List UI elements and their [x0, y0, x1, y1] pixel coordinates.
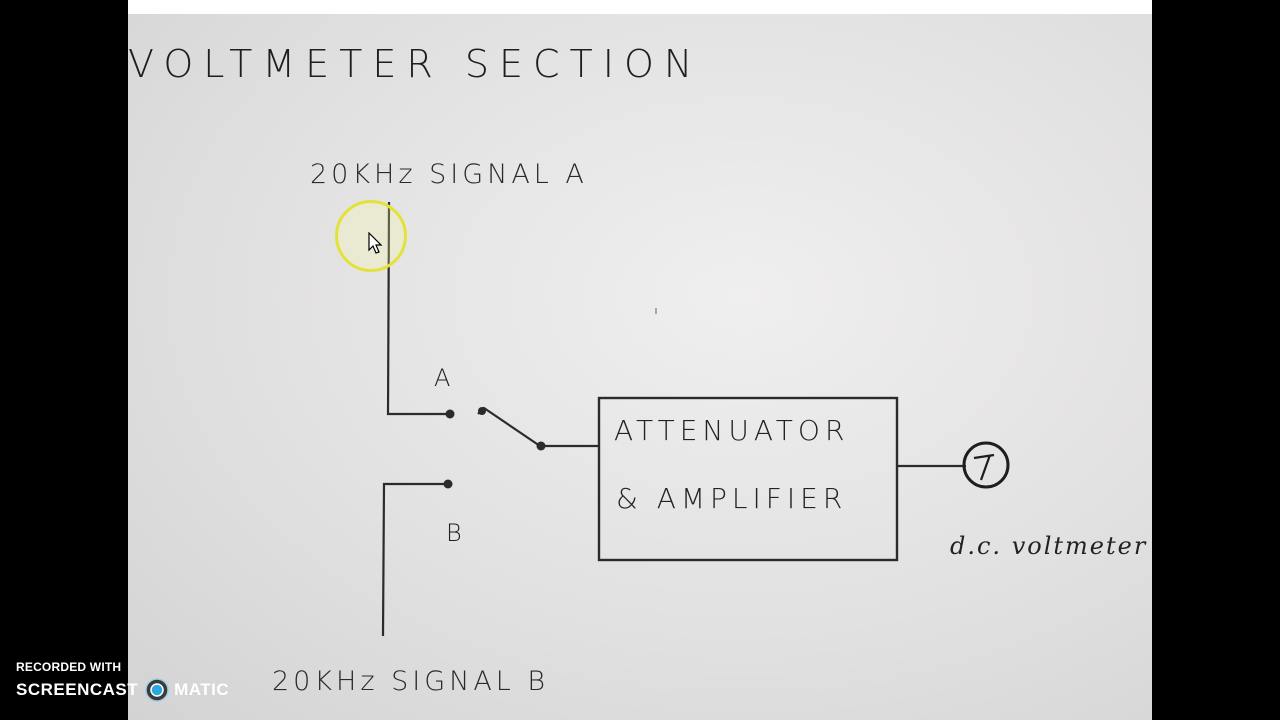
attenuator-amplifier-block: [597, 396, 899, 562]
watermark-brand-right: MATIC: [174, 680, 230, 699]
switch-contact-b-label: B: [446, 519, 466, 547]
block-label-line1: ATTENUATOR: [614, 414, 850, 447]
mouse-pointer-icon: [368, 232, 383, 254]
diagram-title: VOLTMETER SECTION: [128, 42, 703, 86]
block-label-line2: & AMPLIFIER: [616, 482, 848, 515]
watermark-caption: RECORDED WITH: [16, 660, 122, 674]
signal-b-label: 20KHz SIGNAL B: [272, 666, 550, 697]
switch-contact-a-label: A: [434, 364, 455, 392]
screencast-o-matic-logo-icon: [145, 678, 169, 702]
watermark-brand: SCREENCAST MATIC: [16, 678, 229, 702]
watermark-brand-left: SCREENCAST: [16, 680, 139, 699]
voltmeter-dial-icon: [962, 441, 1010, 489]
signal-b-wire: [381, 482, 446, 637]
switch-blade: [477, 406, 541, 447]
paper-sheet: VOLTMETER SECTION 20KHz SIGNAL A A B: [128, 14, 1152, 720]
contact-a-terminal: [445, 409, 455, 419]
signal-a-wire: [386, 201, 448, 416]
contact-b-terminal: [443, 479, 453, 489]
signal-a-label: 20KHz SIGNAL A: [310, 159, 588, 190]
meter-label: d.c. voltmeter: [950, 532, 1148, 560]
paper-top-edge: [128, 0, 1152, 14]
circuit-diagram: [381, 201, 1010, 637]
recorder-watermark: RECORDED WITH SCREENCAST MATIC: [16, 660, 229, 702]
